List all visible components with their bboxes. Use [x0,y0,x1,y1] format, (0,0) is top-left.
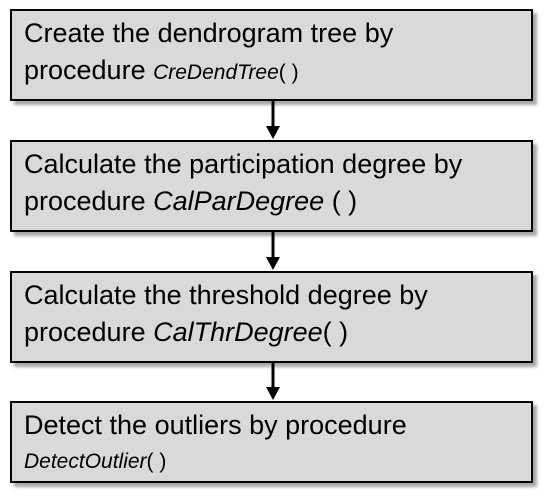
step-2-prefix: procedure [24,186,154,216]
step-2-procedure-name: CalParDegree [153,186,325,216]
step-4-procedure-line: DetectOutlier( ) [24,444,521,477]
step-1-prefix: procedure [24,55,154,85]
step-1-procedure-line: procedure CreDendTree( ) [24,52,521,91]
down-arrow-2 [264,232,282,271]
down-arrow-1 [264,101,282,140]
step-3-procedure-parens: ( ) [322,317,349,347]
step-3-prefix: procedure [24,317,154,347]
step-3-procedure-name: CalThrDegree [153,317,323,347]
step-4-procedure-parens: ( ) [146,450,167,473]
step-4-procedure-name: DetectOutlier [24,450,147,473]
step-box-detect-outliers: Detect the outliers by procedure DetectO… [10,401,533,483]
step-box-threshold-degree: Calculate the threshold degree by proced… [10,271,533,363]
step-box-create-dendrogram: Create the dendrogram tree by procedure … [10,9,533,101]
step-2-procedure-parens: ( ) [324,186,358,216]
step-2-procedure-line: procedure CalParDegree ( ) [24,183,521,220]
step-2-text: Calculate the participation degree by [24,149,463,179]
step-box-participation-degree: Calculate the participation degree by pr… [10,140,533,232]
step-1-procedure-parens: ( ) [278,61,299,84]
step-3-text: Calculate the threshold degree by [24,280,428,310]
step-4-text: Detect the outliers by procedure [24,410,407,440]
down-arrow-3 [264,363,282,401]
step-3-procedure-line: procedure CalThrDegree( ) [24,314,521,351]
step-1-text: Create the dendrogram tree by [24,18,394,48]
step-1-procedure-name: CreDendTree [153,61,279,84]
